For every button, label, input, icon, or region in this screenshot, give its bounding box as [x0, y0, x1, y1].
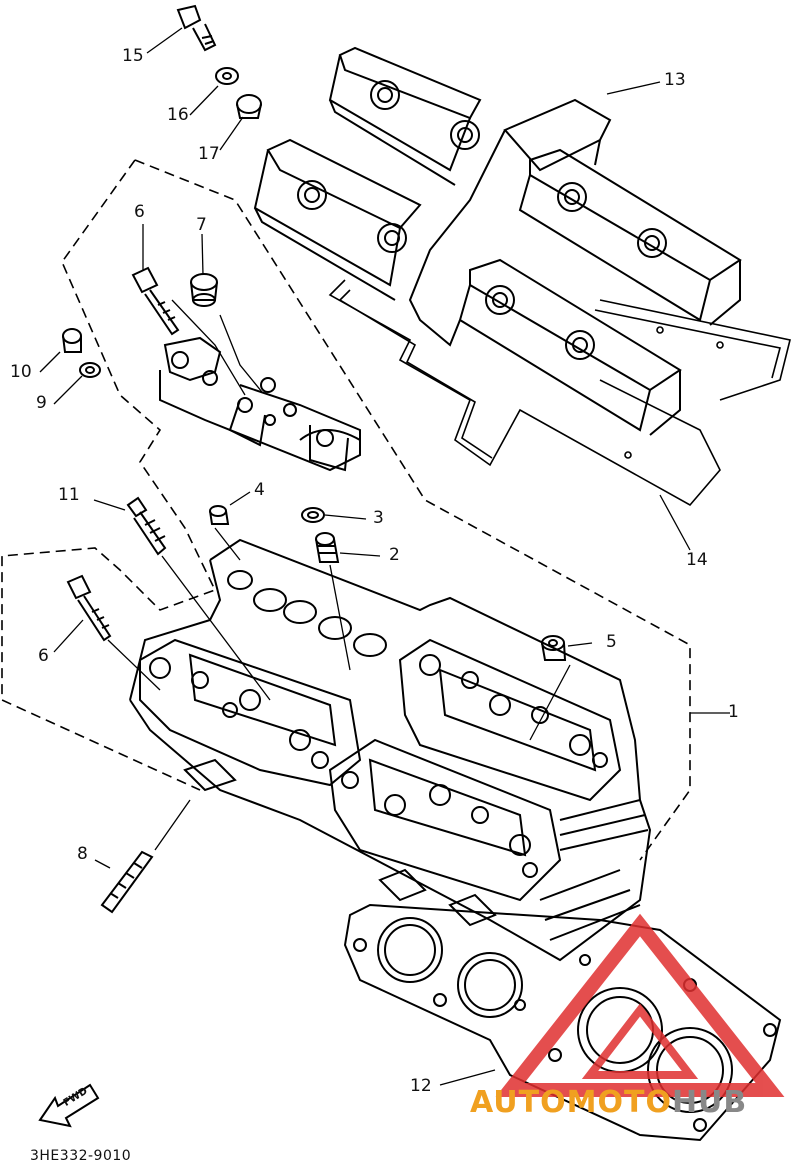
seal-3 [301, 507, 325, 523]
callout-15: 15 [122, 46, 144, 66]
washer-16 [215, 67, 239, 85]
watermark-text-part2: HUB [671, 1085, 748, 1120]
callout-5: 5 [606, 632, 617, 652]
grommet-17 [236, 94, 262, 119]
callout-14: 14 [686, 550, 708, 570]
cylinder-head-gasket [343, 903, 782, 1142]
drawing-code: 3HE332-9010 [30, 1148, 132, 1164]
callout-12: 12 [410, 1076, 432, 1096]
callout-4: 4 [254, 480, 265, 500]
guide-2 [315, 532, 340, 563]
callout-8: 8 [77, 844, 88, 864]
callout-1: 1 [728, 702, 739, 722]
bolt-15 [176, 4, 217, 52]
fwd-arrow-icon [38, 1083, 100, 1128]
callout-13: 13 [664, 70, 686, 90]
group-outline-camshaft-area [1, 159, 691, 861]
plug-11 [126, 496, 167, 556]
cylinder-head-cover [253, 46, 742, 436]
dowel-4 [209, 505, 230, 525]
cylinder-head [129, 538, 652, 962]
callout-9: 9 [36, 393, 47, 413]
callout-2: 2 [389, 545, 400, 565]
callout-6-lower: 6 [38, 646, 49, 666]
callout-7: 7 [196, 215, 207, 235]
callout-6-upper: 6 [134, 202, 145, 222]
bolt-6-upper [131, 266, 180, 336]
callout-16: 16 [167, 105, 189, 125]
washer-9 [79, 362, 101, 378]
camshaft-cap-upper [159, 336, 361, 472]
plug-7 [190, 273, 218, 307]
callout-11: 11 [58, 485, 80, 505]
watermark-logo [495, 913, 785, 1097]
stud-8 [100, 850, 154, 914]
callout-3: 3 [373, 508, 384, 528]
cap-10 [62, 328, 82, 353]
cap-5 [541, 635, 567, 661]
callout-10: 10 [10, 362, 32, 382]
cover-gasket [328, 279, 791, 507]
leader-lines [39, 27, 730, 1086]
callout-17: 17 [198, 144, 220, 164]
watermark-text: AUTOMOTOHUB [470, 1085, 747, 1120]
watermark-text-part1: AUTOMOTO [470, 1085, 672, 1120]
bolt-6-lower [66, 574, 112, 642]
